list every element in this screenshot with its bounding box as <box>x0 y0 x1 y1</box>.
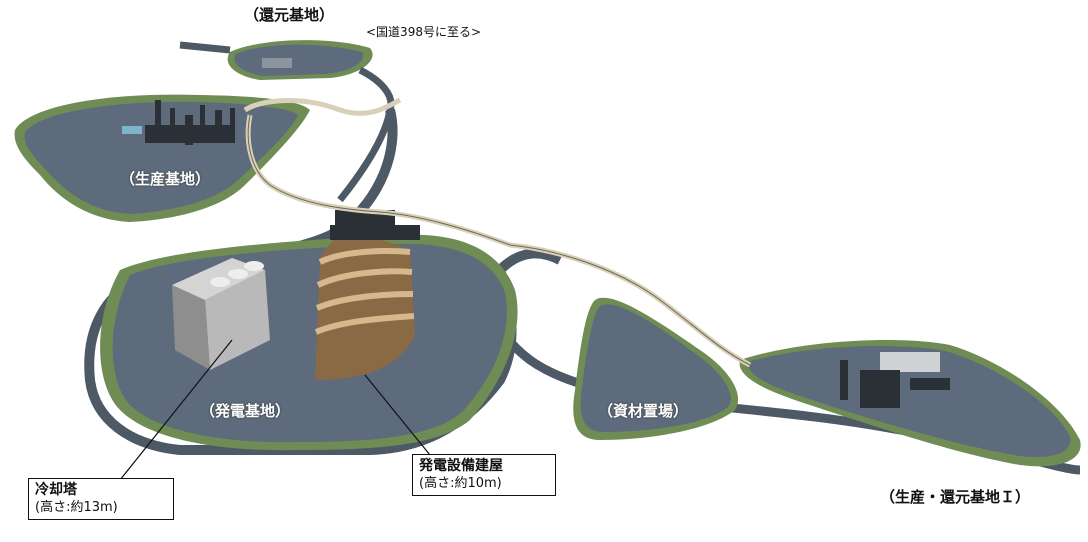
materials-yard-pad <box>573 297 739 440</box>
reduction-base-equipment <box>262 58 292 68</box>
power-building-callout: 発電設備建屋 (高さ:約10m) <box>412 454 556 496</box>
production-base-label: （生産基地） <box>120 170 211 188</box>
power-building-leader <box>364 374 431 456</box>
route-note: <国道398号に至る> <box>366 25 482 39</box>
cooling-tower-title: 冷却塔 <box>35 482 77 498</box>
cooling-tower <box>172 258 270 370</box>
reduction-base-pad <box>227 40 373 80</box>
production-reduction-base-label: （生産・還元基地Ｉ） <box>880 488 1031 506</box>
power-building-title: 発電設備建屋 <box>419 458 503 474</box>
production-base-pad <box>14 94 310 222</box>
materials-yard-label: （資材置場） <box>598 402 689 420</box>
production-plant-structures <box>122 100 235 145</box>
cooling-tower-leader <box>119 339 233 481</box>
production-reduction-base-pad <box>739 340 1081 467</box>
reduction-base-label: （還元基地） <box>244 6 335 24</box>
cooling-tower-callout: 冷却塔 (高さ:約13m) <box>28 478 174 520</box>
cooling-tower-height: (高さ:約13m) <box>35 500 118 515</box>
power-base-label: （発電基地） <box>200 402 291 420</box>
power-base-pad <box>100 234 518 451</box>
power-building-height: (高さ:約10m) <box>419 476 502 491</box>
power-building <box>314 210 420 380</box>
